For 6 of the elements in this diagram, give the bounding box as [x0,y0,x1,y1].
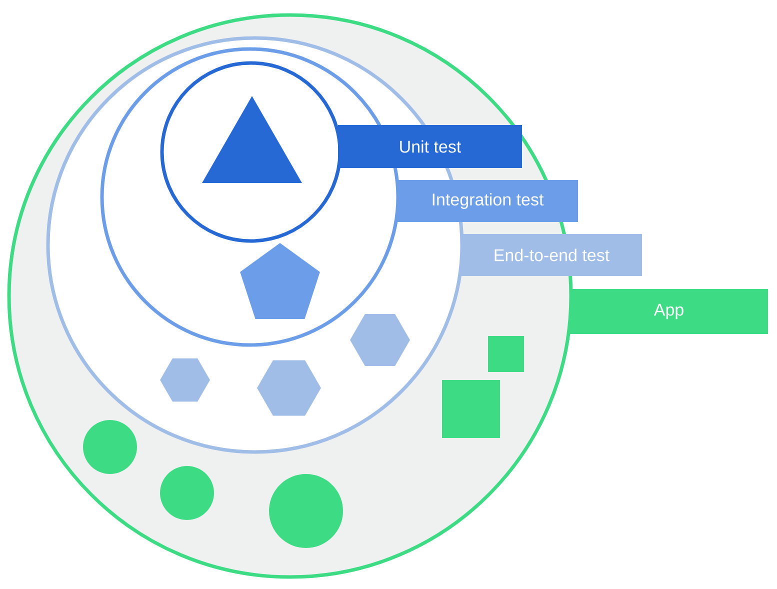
label-bar: Unit test [338,125,522,168]
node-label: Integration test [432,193,544,209]
node-label: End-to-end test [494,248,610,262]
label-bar: Integration test [397,180,578,222]
label-bar: End-to-end test [461,234,642,276]
label-bar: App [570,289,768,334]
